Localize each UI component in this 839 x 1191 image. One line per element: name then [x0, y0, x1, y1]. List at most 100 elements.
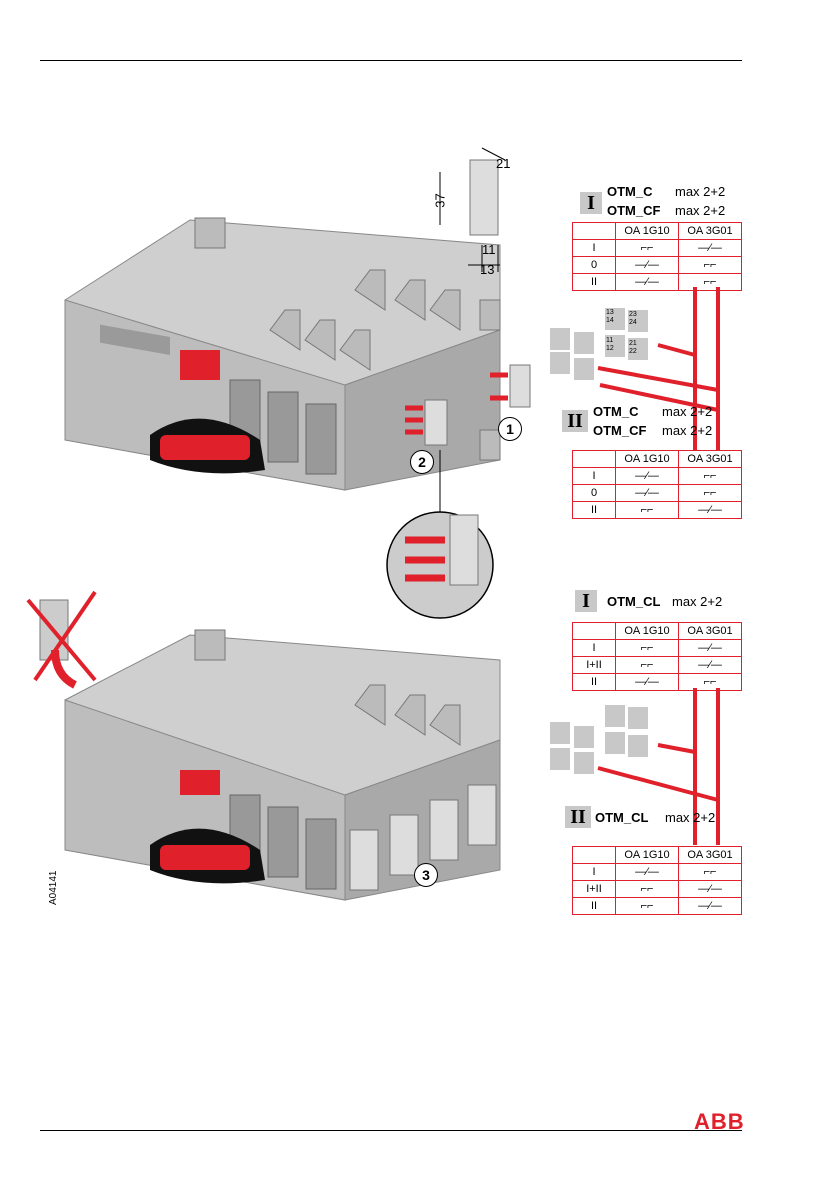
contact-label: 11: [606, 337, 614, 344]
table-header: [572, 622, 616, 640]
wiring-lines-bottom: [597, 688, 720, 845]
contact-symbol: ⌐⌐: [678, 673, 742, 691]
contact-symbol: —⁄—: [615, 467, 679, 485]
contact-label: 22: [629, 348, 637, 355]
abb-logo: ABB: [694, 1109, 745, 1134]
model-name: OTM_C: [607, 184, 653, 199]
contact-symbol: —⁄—: [678, 501, 742, 519]
table-row-label: II: [572, 673, 616, 691]
contact-label: 12: [606, 345, 614, 352]
table-header: OA 1G10: [615, 450, 679, 468]
contact-symbol: ⌐⌐: [678, 467, 742, 485]
system-numeral-II: II: [562, 410, 588, 432]
table-row-label: 0: [572, 484, 616, 502]
contact-symbol: ⌐⌐: [678, 484, 742, 502]
contact-symbol: ⌐⌐: [678, 863, 742, 881]
model-max: max 2+2: [675, 184, 726, 199]
model-max: max 2+2: [675, 203, 726, 218]
table-header: OA 3G01: [678, 622, 742, 640]
table-header: OA 3G01: [678, 846, 742, 864]
callout-3: 3: [414, 863, 438, 887]
contact-symbol: ⌐⌐: [615, 656, 679, 674]
table-row-label: II: [572, 501, 616, 519]
contact-label: 24: [629, 319, 637, 326]
table-header: OA 1G10: [615, 622, 679, 640]
contact-label-group: 13 14: [606, 309, 614, 325]
model-max: max 2+2: [665, 810, 716, 825]
contact-label: 13: [606, 309, 614, 316]
model-name: OTM_CL: [595, 810, 649, 825]
table-row-label: II: [572, 897, 616, 915]
system-numeral-I: I: [580, 192, 602, 214]
table-row-label: 0: [572, 256, 616, 274]
contact-symbol: ⌐⌐: [615, 639, 679, 657]
table-row-label: I+II: [572, 656, 616, 674]
model-max: max 2+2: [672, 594, 723, 609]
header-rule: [40, 60, 742, 61]
contact-label-group: 21 22: [629, 340, 637, 356]
table-header: [572, 846, 616, 864]
contact-symbol: ⌐⌐: [678, 273, 742, 291]
contact-label-group: 23 24: [629, 311, 637, 327]
contact-label-group: 11 12: [606, 337, 614, 353]
system-numeral-I: I: [575, 590, 597, 612]
table-header: [572, 222, 616, 240]
contact-symbol: ⌐⌐: [678, 256, 742, 274]
crossed-out-contact-icon: [26, 590, 97, 689]
contact-symbol: —⁄—: [615, 673, 679, 691]
contact-symbol: —⁄—: [678, 880, 742, 898]
system-numeral-II: II: [565, 806, 591, 828]
model-name: OTM_CF: [593, 423, 647, 438]
contact-symbol: —⁄—: [678, 897, 742, 915]
dimension-37: 37: [432, 193, 448, 208]
table-row-label: I: [572, 467, 616, 485]
footer-rule: [40, 1130, 742, 1131]
dimension-11: 11: [482, 242, 496, 257]
table-header: [572, 450, 616, 468]
table-row-label: I: [572, 239, 616, 257]
model-max: max 2+2: [662, 423, 713, 438]
contact-symbol: —⁄—: [615, 256, 679, 274]
contact-symbol: ⌐⌐: [615, 880, 679, 898]
table-header: OA 3G01: [678, 450, 742, 468]
wiring-lines-top: [597, 287, 720, 450]
table-header: OA 1G10: [615, 846, 679, 864]
table-row-label: I: [572, 863, 616, 881]
contact-symbol: ⌐⌐: [615, 239, 679, 257]
contact-symbol: ⌐⌐: [615, 501, 679, 519]
callout-2: 2: [410, 450, 434, 474]
table-header: OA 1G10: [615, 222, 679, 240]
contact-symbol: —⁄—: [615, 484, 679, 502]
table-row-label: II: [572, 273, 616, 291]
contact-symbol: —⁄—: [615, 273, 679, 291]
contact-label: 14: [606, 317, 614, 324]
switch-device-bottom: [64, 629, 501, 901]
dimension-13: 13: [480, 262, 495, 277]
contact-symbol: —⁄—: [615, 863, 679, 881]
auxiliary-contact-dimension-drawing: [439, 147, 506, 272]
contact-symbol: —⁄—: [678, 239, 742, 257]
table-header: OA 3G01: [678, 222, 742, 240]
contact-label: 23: [629, 311, 637, 318]
model-name: OTM_CL: [607, 594, 661, 609]
table-row-label: I+II: [572, 880, 616, 898]
table-row-label: I: [572, 639, 616, 657]
model-name: OTM_CF: [607, 203, 661, 218]
dimension-21: 21: [496, 156, 511, 171]
contact-symbol: ⌐⌐: [615, 897, 679, 915]
callout-1: 1: [498, 417, 522, 441]
drawing-number: A04141: [48, 870, 59, 905]
model-max: max 2+2: [662, 404, 713, 419]
contact-symbol: —⁄—: [678, 639, 742, 657]
switch-device-top: [64, 217, 531, 515]
contact-blocks-bottom: [550, 705, 648, 774]
contact-blocks-top: [550, 308, 648, 380]
contact-label: 21: [629, 340, 637, 347]
magnifier-detail: [386, 511, 494, 619]
model-name: OTM_C: [593, 404, 639, 419]
